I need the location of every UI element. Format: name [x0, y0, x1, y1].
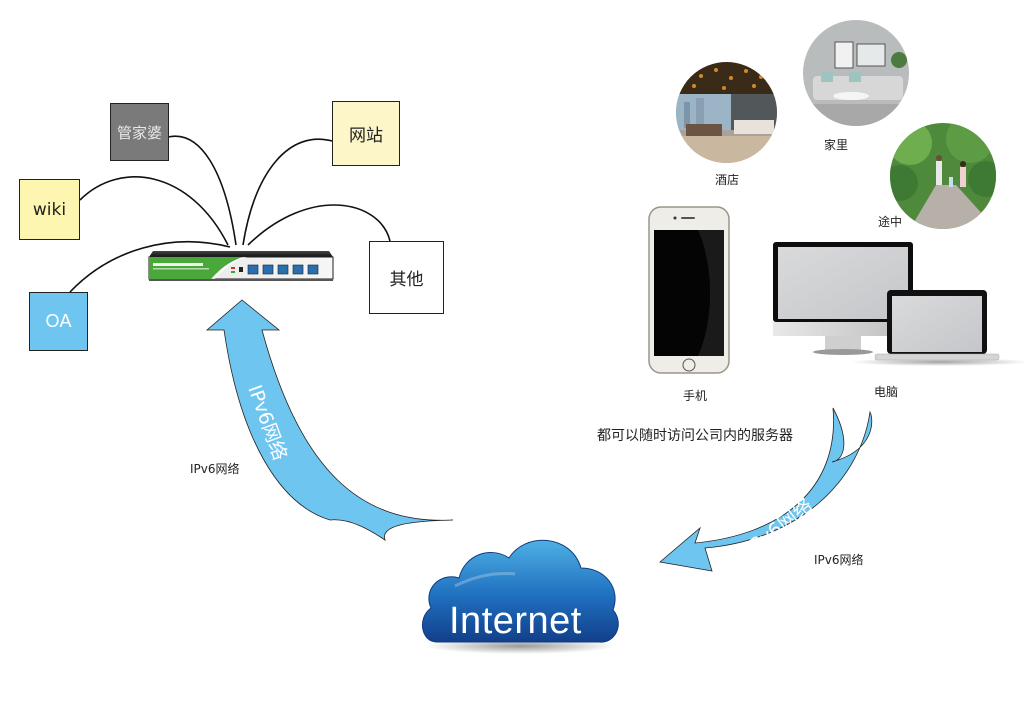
location-photo-hotel: [676, 62, 777, 163]
service-label-other: 其他: [389, 270, 424, 290]
line-website: [242, 138, 333, 246]
computer-icon: [773, 242, 1024, 366]
device-computer: [770, 240, 1024, 368]
service-box-wiki[interactable]: wiki: [19, 179, 80, 240]
location-label-home: 家里: [824, 138, 849, 152]
walking-photo-icon: [890, 123, 996, 229]
router-icon: [148, 251, 334, 281]
location-photo-home: [803, 20, 909, 126]
right-arrow-shape: [659, 407, 873, 572]
cloud-icon: [422, 539, 619, 654]
internet-cloud[interactable]: Internet: [415, 526, 625, 656]
service-label-butler: 管家婆: [116, 123, 162, 142]
device-label-computer: 电脑: [874, 385, 899, 399]
service-label-wiki: wiki: [32, 199, 67, 220]
left-arrow-shape: [205, 299, 454, 541]
service-box-other[interactable]: 其他: [369, 241, 444, 314]
service-box-oa[interactable]: OA: [29, 292, 88, 351]
hotel-photo-icon: [676, 62, 777, 163]
smartphone-icon: [648, 206, 730, 374]
service-label-oa: OA: [45, 311, 72, 331]
router-device: [147, 245, 335, 283]
right-ipv6-side-label: IPv6网络: [814, 553, 864, 567]
service-box-website[interactable]: 网站: [332, 101, 400, 166]
line-oa: [69, 241, 231, 293]
service-box-butler[interactable]: 管家婆: [110, 103, 169, 161]
location-label-hotel: 酒店: [715, 173, 740, 187]
line-butler: [167, 135, 237, 246]
internet-label: Internet: [449, 600, 582, 642]
line-other: [247, 204, 391, 246]
location-label-on-the-way: 途中: [878, 215, 903, 229]
access-caption: 都可以随时访问公司内的服务器: [597, 428, 793, 444]
service-label-website: 网站: [349, 126, 383, 146]
right-arrow-label: IPv6网络: [742, 494, 817, 560]
device-phone: [648, 206, 730, 374]
location-photo-on-the-way: [890, 123, 996, 229]
left-ipv6-side-label: IPv6网络: [190, 462, 240, 476]
home-photo-icon: [803, 20, 909, 126]
device-label-phone: 手机: [683, 389, 708, 403]
line-wiki: [79, 176, 229, 246]
